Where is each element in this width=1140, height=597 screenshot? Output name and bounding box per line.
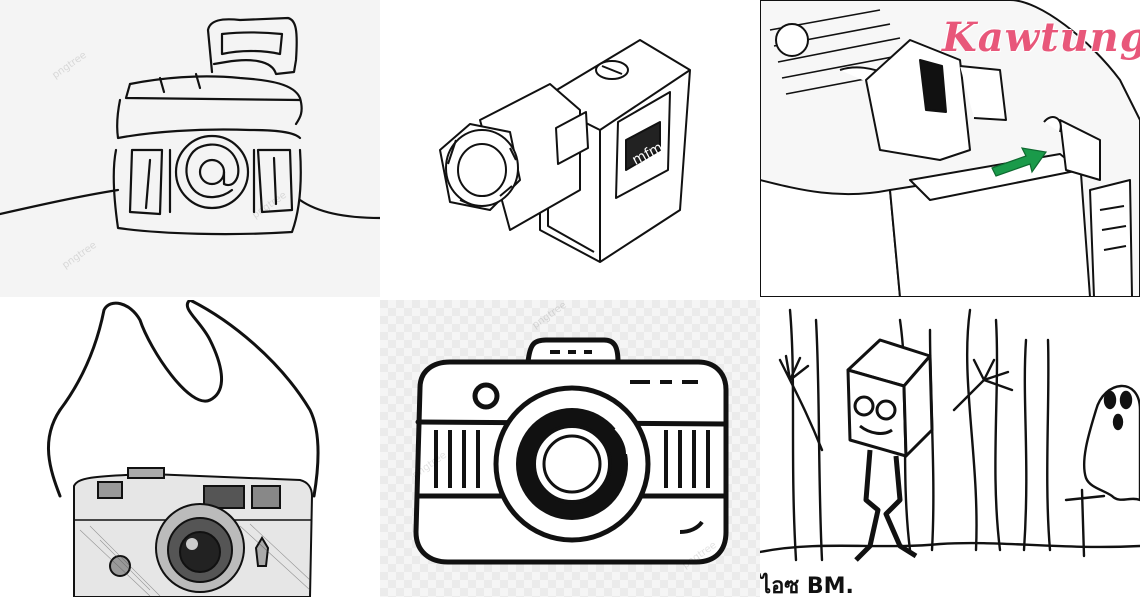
one-line-camera-drawing [0,16,380,236]
doodle-camera-icon [380,300,760,597]
spooky-cartoon-scene [760,308,1140,562]
artist-signature: ไอซ BM. [760,574,854,597]
tile-rangefinder-camera[interactable] [0,300,380,597]
tile-spooky-cartoon[interactable]: ไอซ BM. [760,300,1140,597]
brand-logo: Kawtung [942,14,1140,61]
tile-camera-battery-diagram[interactable]: Kawtung [760,0,1140,297]
valve-connector-technical-sketch: mfm [439,39,691,263]
tile-valve-connector[interactable]: mfm [380,0,760,297]
direction-arrow [991,147,1048,177]
sketched-rangefinder-camera [46,300,320,597]
tile-doodle-camera[interactable]: pngtree pngtree pngtree [380,300,760,597]
tile-one-line-camera[interactable]: pngtree pngtree pngtree [0,0,380,297]
camera-battery-diagram [760,0,1140,297]
